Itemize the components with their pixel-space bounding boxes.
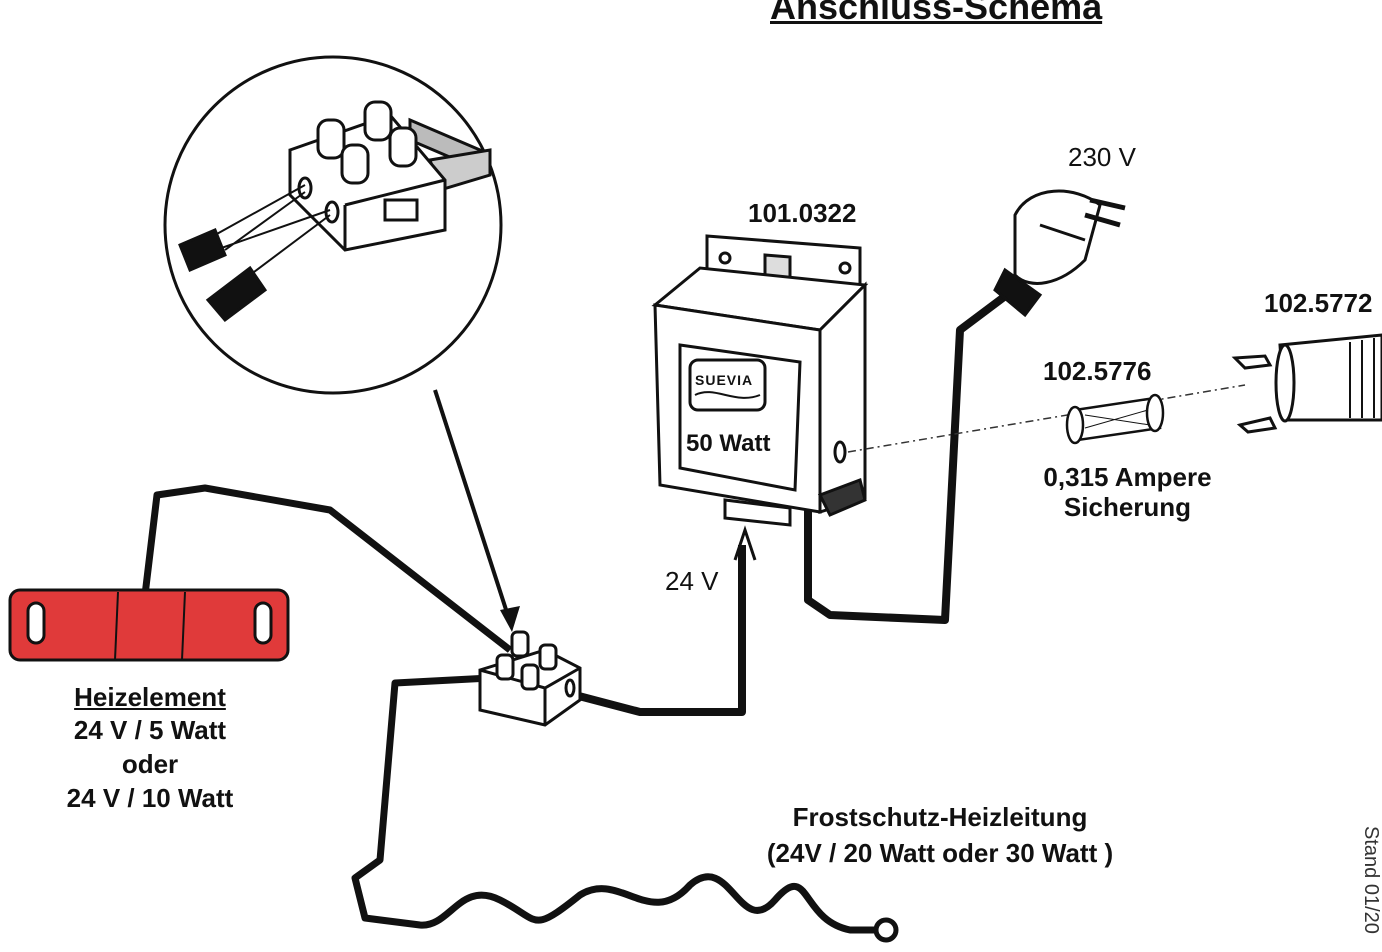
fuse-part-label: 102.5776 bbox=[1043, 356, 1152, 386]
fuse-holder-part-label: 102.5772 bbox=[1264, 288, 1373, 318]
zoom-arrow bbox=[433, 389, 512, 623]
heater-element-icon bbox=[8, 588, 290, 662]
fuse-icon bbox=[1065, 393, 1165, 445]
fuse-holder-icon bbox=[1231, 333, 1382, 434]
heater-spec-1-label: 24 V / 5 Watt bbox=[73, 715, 227, 745]
heater-spec-2-label: 24 V / 10 Watt bbox=[66, 783, 234, 813]
cable-name-label: Frostschutz-Heizleitung bbox=[792, 802, 1088, 832]
transformer-brand-label: SUEVIA bbox=[695, 372, 754, 388]
transformer-part-label: 101.0322 bbox=[748, 198, 857, 228]
low-voltage-label: 24 V bbox=[665, 566, 719, 596]
mains-cable bbox=[804, 281, 1023, 624]
fuse-guide-line bbox=[847, 384, 1246, 453]
transformer-icon bbox=[651, 234, 869, 527]
fuse-rating-label: 0,315 Ampere bbox=[1043, 462, 1212, 492]
mains-voltage-label: 230 V bbox=[1068, 142, 1136, 172]
low-voltage-cable bbox=[573, 545, 746, 716]
heater-cable bbox=[141, 484, 513, 653]
terminal-block-zoom-icon bbox=[178, 100, 492, 323]
heating-cable-end bbox=[873, 917, 899, 943]
cable-spec-label: (24V / 20 Watt oder 30 Watt ) bbox=[766, 838, 1114, 868]
transformer-power-label: 50 Watt bbox=[686, 430, 771, 457]
stand-label: Stand 01/20 bbox=[1360, 826, 1382, 934]
mains-plug-icon bbox=[993, 189, 1126, 318]
heater-name-label: Heizelement bbox=[74, 682, 226, 712]
heater-or-label: oder bbox=[121, 749, 179, 779]
fuse-name-label: Sicherung bbox=[1063, 492, 1192, 522]
terminal-block-icon bbox=[478, 630, 582, 727]
heating-cable bbox=[351, 674, 885, 934]
diagram-title: Anschluss-Schema bbox=[770, 0, 1103, 27]
